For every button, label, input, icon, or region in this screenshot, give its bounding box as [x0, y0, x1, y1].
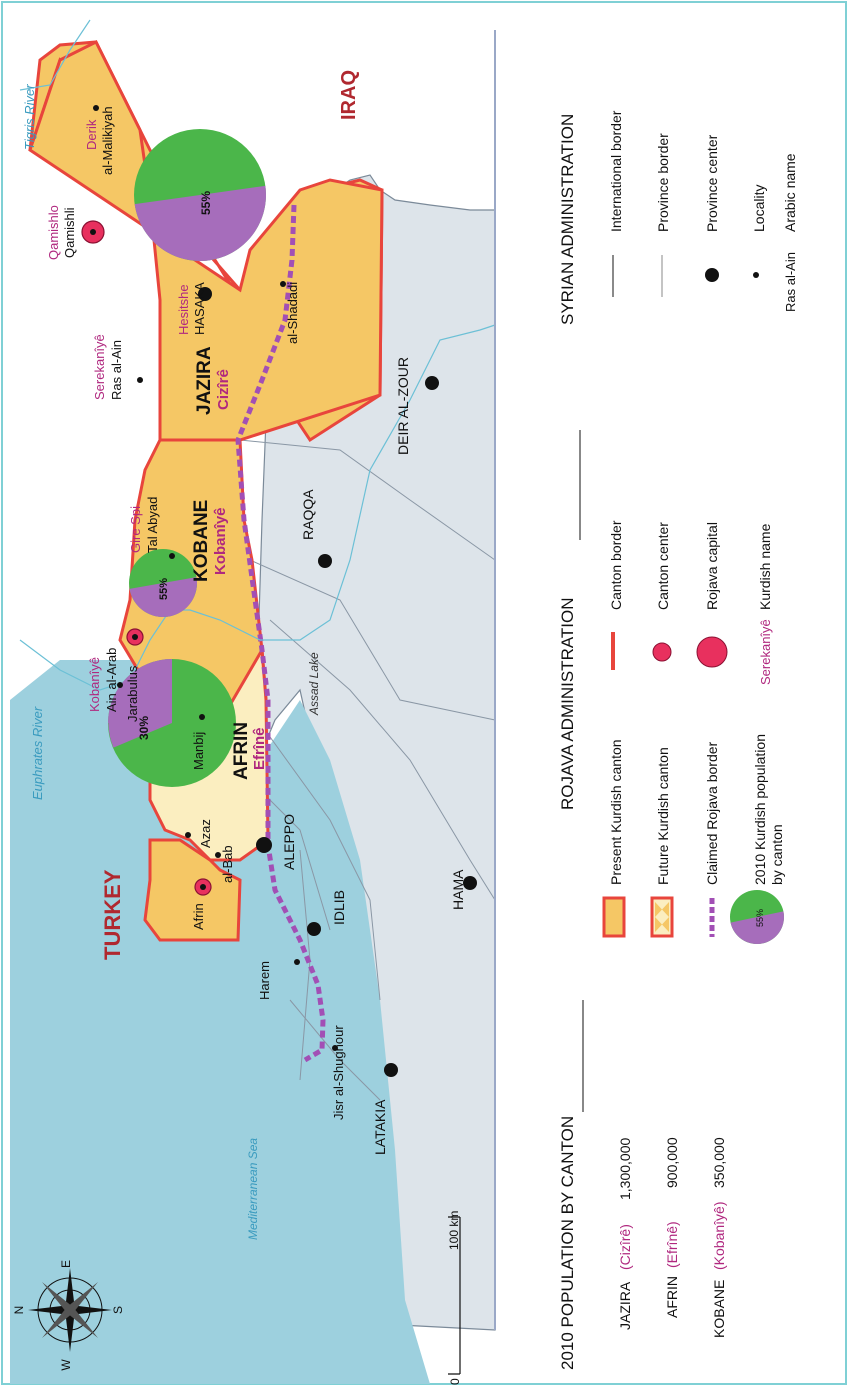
label-euphrates: Euphrates River	[30, 706, 45, 800]
kobane-name: KOBANE	[191, 500, 212, 582]
derik-kurdish: Derik	[84, 119, 99, 150]
syria-title: SYRIAN ADMINISTRATION	[558, 114, 577, 325]
pop-afrin-name: AFRIN	[664, 1276, 680, 1318]
jisr: Jisr al-Shughour	[331, 1025, 346, 1120]
pop-kobane-kurdish: (Kobanîyê)	[711, 1202, 727, 1270]
malikiyah: al-Malikiyah	[100, 106, 115, 175]
azaz: Azaz	[198, 819, 213, 848]
qamishli-kurdish: Qamishlo	[46, 205, 61, 260]
legend-kurdish-sample: Serekanîyê	[758, 619, 773, 685]
label-sea: Mediterranean Sea	[246, 1138, 260, 1240]
jazira-name: JAZIRA	[194, 346, 215, 415]
hasaka: HASAKA	[192, 282, 207, 335]
talabyad-kurdish: Gire Spi	[128, 506, 143, 553]
legend-pop1: 2010 Kurdish population	[752, 734, 768, 885]
legend-canton-border: Canton border	[608, 520, 624, 610]
compass-s: S	[111, 1306, 125, 1314]
scale-bar: 0 100 km	[447, 1211, 462, 1385]
legend-province-center: Province center	[704, 134, 720, 232]
shadadi: al-Shadadi	[285, 282, 300, 344]
legend-arabic-sample: Ras al-Ain	[783, 252, 798, 312]
label-iraq: IRAQ	[338, 70, 360, 120]
hama: HAMA	[450, 869, 466, 910]
legend-panel: 2010 POPULATION BY CANTON JAZIRA (Cizîrê…	[558, 110, 798, 1370]
ainalarab-kurdish: Kobanîyê	[87, 657, 102, 712]
legend-claimed: Claimed Rojava border	[704, 741, 720, 885]
compass-w: W	[59, 1359, 73, 1371]
legend-province-center-swatch	[705, 268, 719, 282]
pop-jazira-name: JAZIRA	[617, 1281, 633, 1330]
qamishli: Qamishli	[62, 207, 77, 258]
compass-n: N	[12, 1306, 26, 1315]
compass-e: E	[59, 1260, 73, 1268]
afrin-canton	[143, 838, 242, 942]
scale-label: 100 km	[447, 1211, 461, 1250]
claimed-rojava-border	[235, 204, 326, 1063]
legend-arabic-name: Arabic name	[782, 153, 798, 232]
jarabulus: Jarabulus	[125, 665, 140, 722]
pop-kobane-name: KOBANE	[711, 1280, 727, 1338]
idlib: IDLIB	[331, 890, 347, 925]
pop-jazira-kurdish: (Cizîrê)	[617, 1224, 633, 1270]
pie-jazira-share: 55%	[199, 191, 213, 215]
legend-canton-center: Canton center	[655, 522, 671, 610]
legend-future: Future Kurdish canton	[655, 747, 671, 885]
label-tigris: Tigris River	[22, 84, 37, 150]
rasalain-kurdish: Serekanîyê	[92, 334, 107, 400]
legend-kurdish-name: Kurdish name	[757, 523, 773, 610]
albab: al-Bab	[220, 845, 235, 883]
legend-locality-swatch	[753, 272, 759, 278]
pop-afrin-value: 900,000	[664, 1137, 680, 1188]
pie-kobane	[129, 549, 197, 617]
rasalain: Ras al-Ain	[109, 340, 124, 400]
pie-kobane-share: 55%	[158, 578, 170, 600]
tigris-river-line	[19, 19, 91, 91]
pie-afrin-share: 30%	[137, 716, 151, 740]
scale-zero: 0	[448, 1378, 462, 1385]
legend-province: Province border	[655, 133, 671, 232]
label-lake: Assad Lake	[307, 652, 321, 716]
legend-pop2: by canton	[769, 824, 785, 885]
pie-afrin	[108, 659, 236, 787]
legend-present: Present Kurdish canton	[608, 739, 624, 885]
legend-pie: 55%	[730, 890, 784, 944]
aleppo: ALEPPO	[281, 814, 297, 870]
jazira-kurdish: Cizîrê	[215, 369, 232, 410]
mediterranean-sea	[10, 660, 430, 1384]
pop-kobane-value: 350,000	[711, 1137, 727, 1188]
compass-rose: N E S W	[12, 1260, 125, 1371]
ainalarab: Ain al-Arab	[104, 648, 119, 712]
legend-capital: Rojava capital	[704, 522, 720, 610]
province-center-markers	[198, 287, 477, 1077]
afrin-name: AFRIN	[231, 722, 252, 780]
legend-capital-swatch	[696, 636, 728, 668]
legend-canton-center-swatch	[652, 642, 672, 662]
pop-jazira-value: 1,300,000	[617, 1138, 633, 1200]
afrin-kurdish: Efrînê	[251, 727, 268, 770]
legend-pie-value: 55%	[755, 909, 765, 927]
legend-intl: International border	[608, 110, 624, 232]
raqqa: RAQQA	[300, 489, 316, 540]
pop-title: 2010 POPULATION BY CANTON	[558, 1116, 577, 1370]
talabyad: Tal Abyad	[145, 497, 160, 553]
kobane-kurdish: Kobanîyê	[212, 507, 229, 575]
afrin-town: Afrin	[191, 903, 206, 930]
hasaka-kurdish: Hesitshe	[176, 284, 191, 335]
label-turkey: TURKEY	[100, 869, 125, 960]
rojava-title: ROJAVA ADMINISTRATION	[558, 597, 577, 810]
legend-locality: Locality	[751, 185, 767, 232]
deir: DEIR AL-ZOUR	[395, 357, 411, 455]
latakia: LATAKIA	[372, 1099, 388, 1155]
manbij: Manbij	[191, 732, 206, 770]
map-labels: TURKEY IRAQ Mediterranean Sea Euphrates …	[22, 70, 466, 1240]
locality-markers	[93, 105, 338, 1051]
legend-present-swatch	[602, 896, 626, 938]
canton-center-dots	[90, 229, 206, 890]
harem: Harem	[257, 961, 272, 1000]
pop-afrin-kurdish: (Efrînê)	[664, 1221, 680, 1268]
pie-jazira	[134, 129, 266, 261]
